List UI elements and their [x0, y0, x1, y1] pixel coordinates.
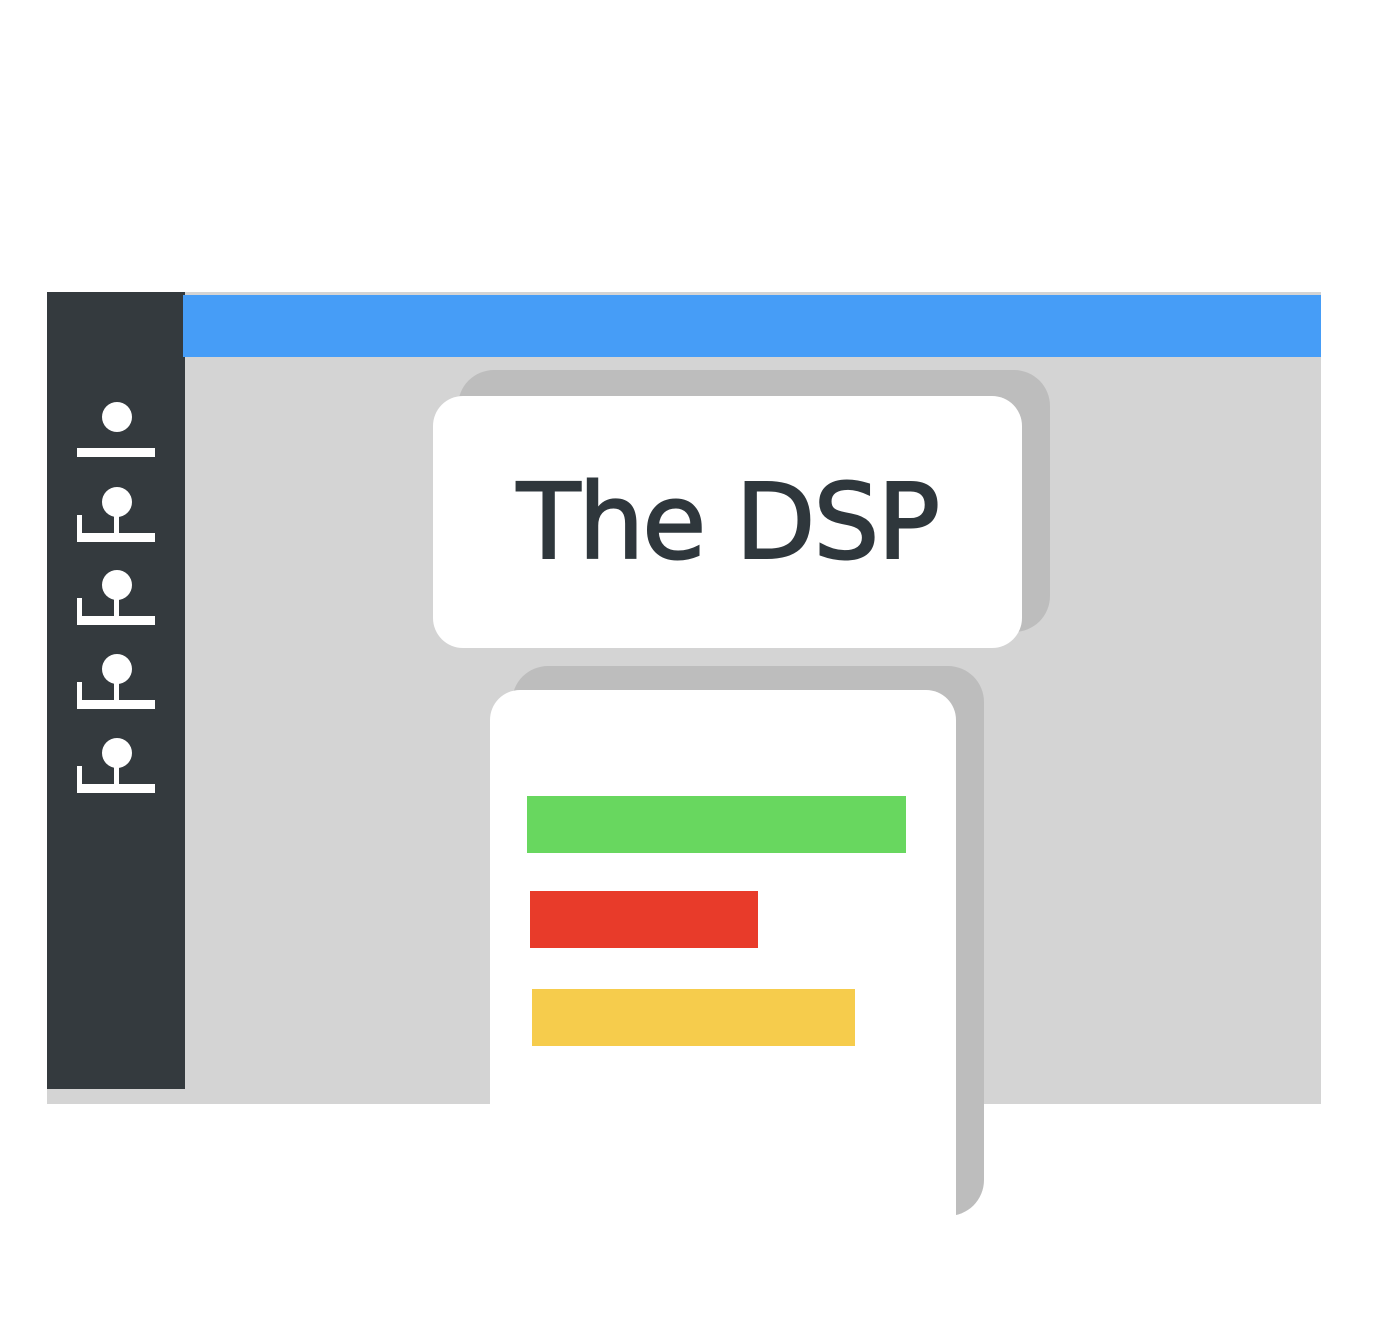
- page-title: The DSP: [516, 460, 941, 584]
- document-card[interactable]: [490, 690, 956, 1250]
- sidebar-item-2[interactable]: [77, 487, 155, 547]
- bullet-icon: [102, 738, 132, 768]
- sidebar-item-3[interactable]: [77, 570, 155, 630]
- tick-icon: [77, 515, 82, 539]
- tick-icon: [77, 598, 82, 622]
- top-bar: [183, 295, 1321, 357]
- tick-icon: [114, 515, 119, 539]
- sidebar-item-4[interactable]: [77, 654, 155, 714]
- tick-icon: [114, 682, 119, 706]
- divider-line: [77, 700, 155, 709]
- yellow-bar: [532, 989, 855, 1046]
- red-bar: [530, 891, 758, 948]
- divider-line: [77, 533, 155, 542]
- tick-icon: [77, 766, 82, 790]
- divider-line: [77, 784, 155, 793]
- tick-icon: [114, 766, 119, 790]
- bullet-icon: [102, 654, 132, 684]
- tick-icon: [77, 682, 82, 706]
- bullet-icon: [102, 570, 132, 600]
- green-bar: [527, 796, 906, 853]
- tick-icon: [114, 598, 119, 622]
- divider-line: [77, 448, 155, 457]
- bullet-icon: [102, 487, 132, 517]
- bullet-icon: [102, 402, 132, 432]
- title-card: The DSP: [433, 396, 1022, 648]
- sidebar-item-1[interactable]: [77, 402, 155, 462]
- sidebar: [47, 292, 185, 1089]
- divider-line: [77, 616, 155, 625]
- sidebar-item-5[interactable]: [77, 738, 155, 798]
